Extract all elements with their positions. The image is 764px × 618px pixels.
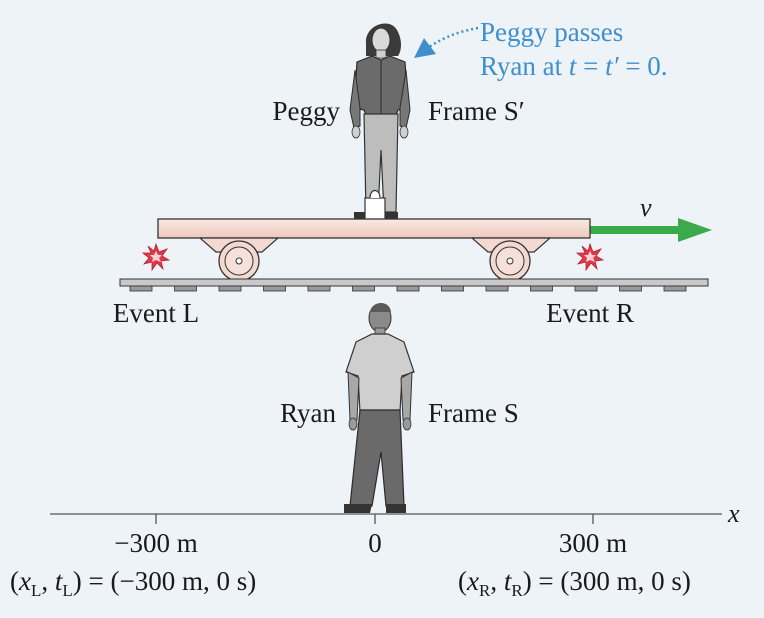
velocity-arrow [590,218,712,242]
explosion-right-icon [575,242,605,272]
peggy-label: Peggy [273,96,341,126]
track-tie [174,285,197,292]
peggy-figure [349,23,411,221]
track-tie [619,285,642,292]
callout-line1: Peggy passes [480,17,623,47]
coord-right-label: (xR, tR) = (300 m, 0 s) [458,566,691,600]
wheel-right [489,240,531,282]
wheel-left [218,240,260,282]
track-tie [663,285,687,292]
ryan-label: Ryan [280,398,336,428]
track-tie [129,285,153,292]
frame-s-label: Frame S [428,398,519,428]
event-right-label: Event R [546,298,634,328]
track-tie [396,285,420,292]
track-tie [352,285,375,292]
explosion-left-icon [141,242,171,272]
velocity-label: v [640,193,652,222]
tick-label-left: −300 m [114,528,197,558]
track-tie [530,285,553,292]
tick-label-right: 300 m [559,528,627,558]
callout-line2: Ryan at t = t′ = 0. [480,51,668,81]
track-tie [485,285,509,292]
frame-s-prime-label: Frame S′ [428,96,525,126]
track [119,278,709,292]
callout-arrow [413,26,479,58]
track-tie [441,285,464,292]
x-axis-label: x [727,499,740,528]
track-tie [218,285,242,292]
ryan-figure [344,303,415,513]
event-left-label: Event L [113,298,199,328]
cart [157,218,591,282]
track-tie [263,285,286,292]
track-tie [307,285,331,292]
track-tie [574,285,598,292]
coord-left-label: (xL, tL) = (−300 m, 0 s) [10,566,256,600]
x-axis [50,513,722,524]
tick-label-center: 0 [368,528,382,558]
